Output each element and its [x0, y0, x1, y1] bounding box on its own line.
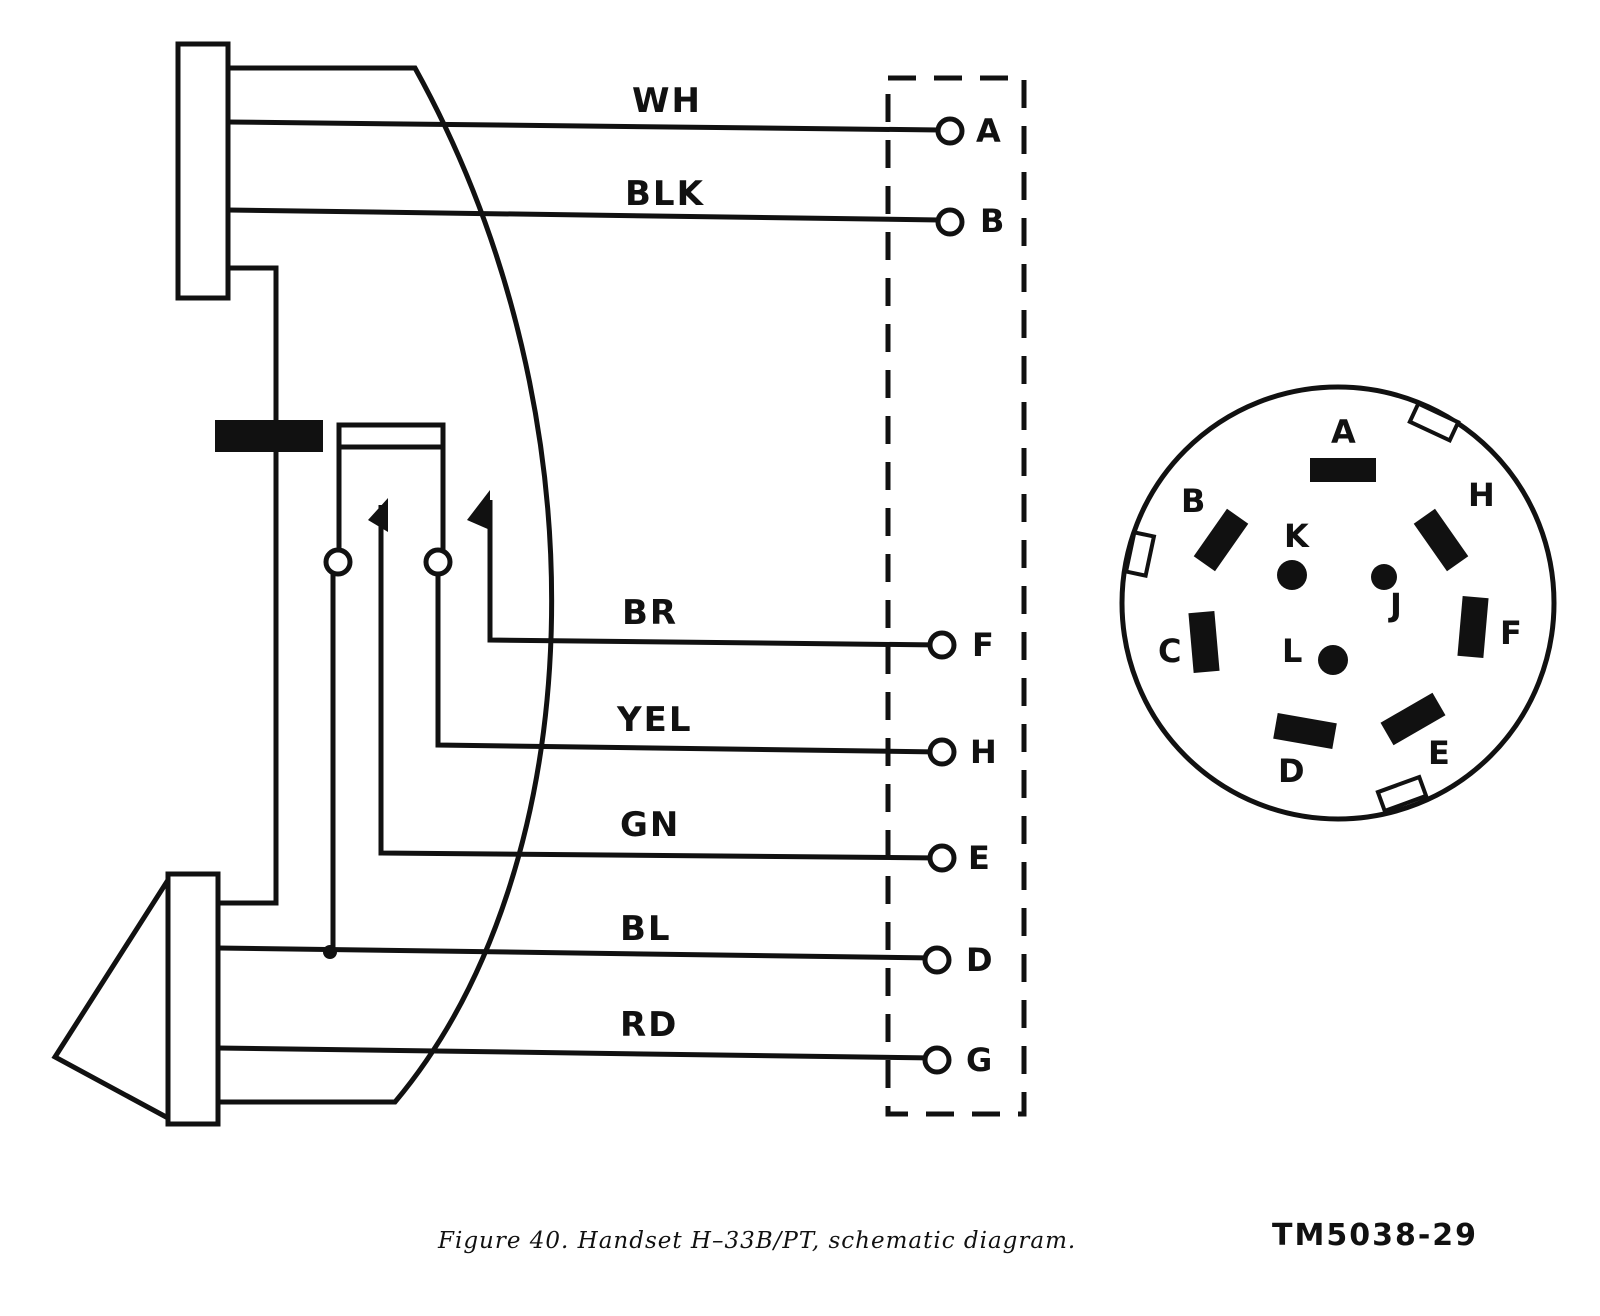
plug-outline [885, 75, 1027, 1117]
pin-d [1273, 712, 1337, 750]
terminal-label-g: G [966, 1041, 992, 1079]
pin-label-e: E [1428, 734, 1450, 772]
wire-label-wh: WH [632, 81, 702, 121]
terminal-a [935, 116, 965, 146]
terminal-label-b: B [980, 202, 1004, 240]
receiver-block [175, 41, 231, 301]
handset-outline [218, 65, 555, 1105]
gn-wire-path [378, 505, 941, 861]
pin-label-k: K [1284, 517, 1310, 555]
receiver-transmitter-wire [218, 265, 279, 906]
pin-b [1193, 508, 1249, 572]
keyway [1407, 400, 1461, 444]
transmitter-cone [51, 878, 171, 1121]
terminal-d [922, 945, 952, 975]
wire-label-br: BR [622, 593, 678, 633]
terminal-label-f: F [972, 626, 994, 664]
bl-wire-path [217, 945, 936, 961]
switch-contact-1 [323, 547, 353, 577]
pin-k [1277, 560, 1307, 590]
pin-label-a: A [1331, 413, 1356, 451]
terminal-label-a: A [976, 112, 1001, 150]
keyway [1123, 529, 1157, 579]
switch-contact-2 [423, 547, 453, 577]
terminal-label-e: E [968, 839, 990, 877]
pin-j [1371, 564, 1397, 590]
wire-label-blk: BLK [625, 174, 705, 214]
br-wire-path [487, 500, 941, 648]
pin-label-c: C [1158, 632, 1181, 670]
pin-label-f: F [1500, 614, 1522, 652]
pin-label-d: D [1278, 752, 1305, 790]
figure-caption: Figure 40. Handset H–33B/PT, schematic d… [438, 1228, 1077, 1254]
terminal-label-h: H [970, 733, 997, 771]
pin-f [1457, 595, 1489, 659]
pin-label-b: B [1181, 482, 1205, 520]
rd-wire-path [217, 1045, 936, 1061]
wh-wire-path [227, 119, 941, 133]
wire-label-bl: BL [620, 909, 672, 949]
wire-label-gn: GN [620, 805, 680, 845]
yel-wire-path [435, 574, 941, 755]
terminal-g [922, 1045, 952, 1075]
figure-id: TM5038-29 [1272, 1218, 1479, 1253]
switch-actuator [336, 422, 446, 450]
keyway [1375, 774, 1429, 814]
pin-label-l: L [1282, 632, 1302, 670]
connector-outline [1119, 384, 1557, 822]
pin-e [1380, 692, 1446, 746]
terminal-e [927, 843, 957, 873]
switch-spring-1 [368, 498, 388, 532]
terminal-h [927, 737, 957, 767]
terminal-label-d: D [966, 941, 993, 979]
wire-label-yel: YEL [616, 700, 693, 740]
switch-spring-2 [467, 490, 490, 530]
blk-wire-path [227, 207, 941, 223]
pin-l [1318, 645, 1348, 675]
wire-label-rd: RD [620, 1005, 678, 1045]
connector-face: A B C D E F H J K L [1119, 384, 1557, 822]
pin-h [1413, 508, 1469, 572]
pin-label-h: H [1468, 476, 1495, 514]
pin-c [1188, 610, 1220, 674]
capacitor-bar [215, 420, 323, 452]
pin-label-j: J [1388, 586, 1402, 624]
terminal-f [927, 630, 957, 660]
pin-a [1310, 458, 1376, 482]
transmitter-block [165, 871, 221, 1127]
terminal-b [935, 207, 965, 237]
